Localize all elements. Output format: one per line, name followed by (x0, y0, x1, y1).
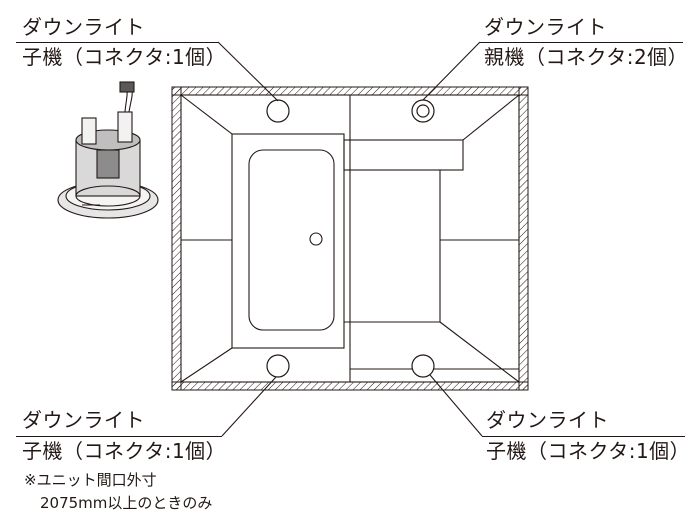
leader-lines (217, 41, 483, 437)
downlight-child-bottom-left (266, 354, 290, 378)
drain-icon (309, 232, 323, 246)
bathtub (231, 133, 345, 349)
label-rule-top-left (16, 42, 218, 43)
label-title-top-right: ダウンライト (484, 15, 607, 39)
vanity-counter (343, 139, 519, 370)
label-title-bottom-right: ダウンライト (486, 408, 609, 432)
downlight-child-bottom-right (411, 354, 435, 378)
label-sub-top-left: 子機（コネクタ:1個） (22, 45, 227, 69)
label-rule-bottom-left (16, 436, 222, 437)
label-sub-bottom-right: 子機（コネクタ:1個） (486, 439, 691, 463)
downlight-child-top-left (266, 99, 290, 123)
room-outline (180, 94, 520, 383)
label-rule-top-right (480, 42, 683, 43)
label-title-top-left: ダウンライト (22, 15, 145, 39)
label-title-bottom-left: ダウンライト (22, 408, 145, 432)
label-sub-bottom-left: 子機（コネクタ:1個） (22, 439, 227, 463)
label-sub-top-right: 親機（コネクタ:2個） (484, 45, 689, 69)
downlight-fixture-icon (57, 81, 159, 219)
footnote-line-1: ※ユニット間口外寸 (24, 471, 157, 489)
footnote-line-2: 2075mm以上のときのみ (40, 494, 213, 512)
label-rule-bottom-right (482, 436, 685, 437)
